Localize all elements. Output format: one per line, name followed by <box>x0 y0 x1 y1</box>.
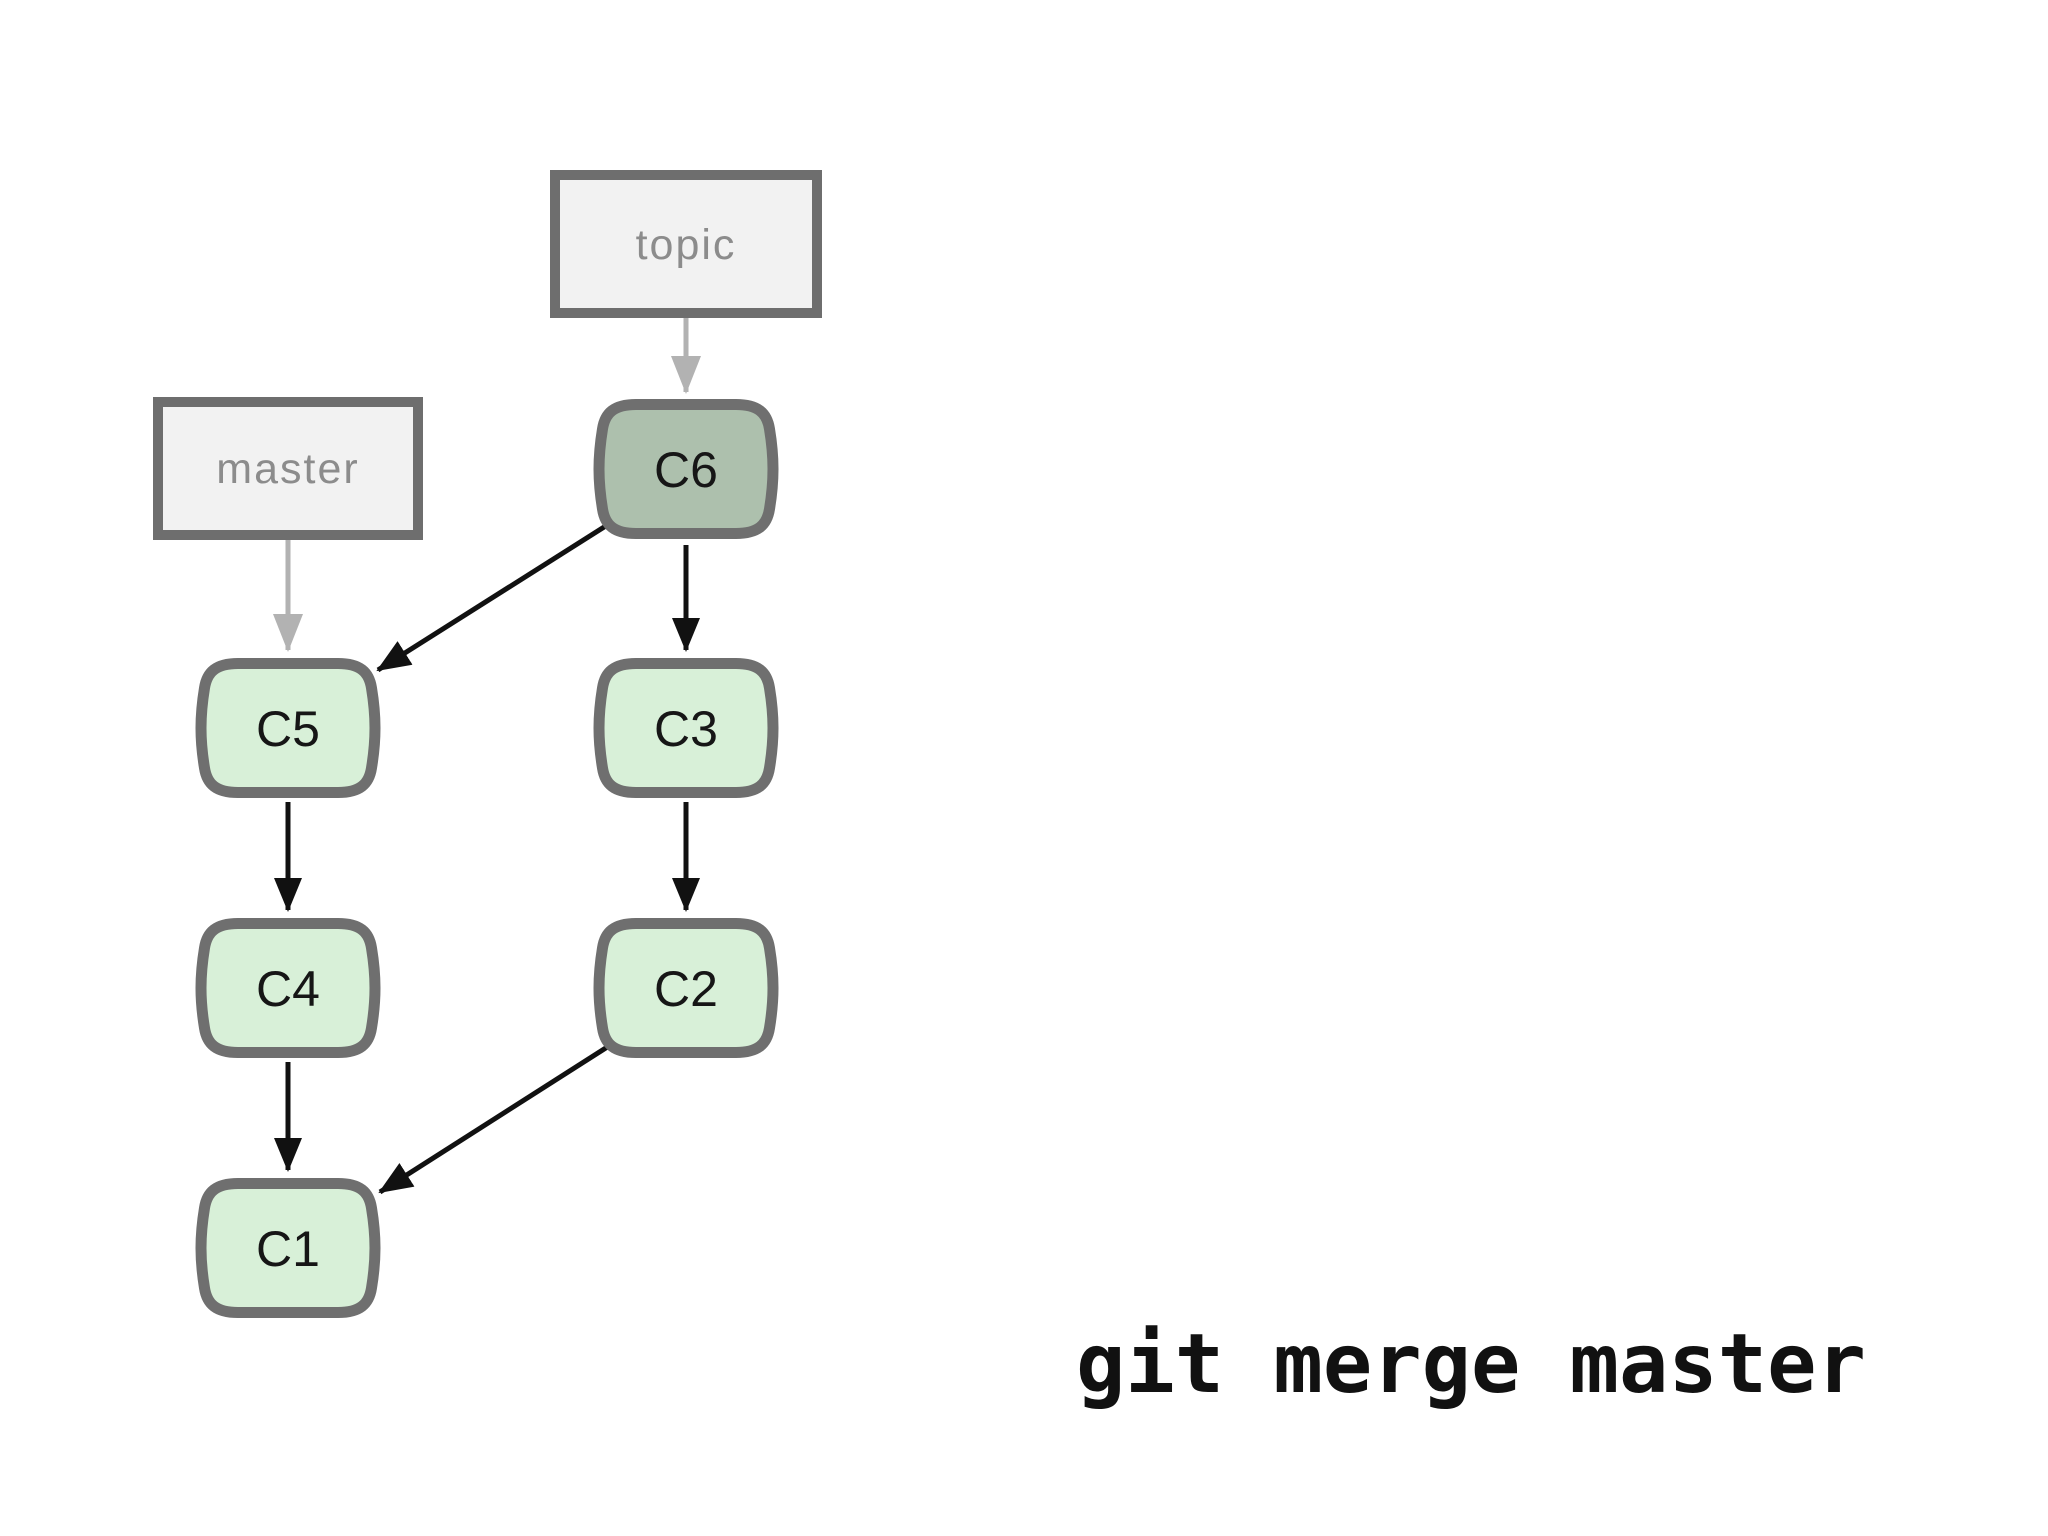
commit-node-c1: C1 <box>195 1178 381 1318</box>
commit-label-c4: C4 <box>256 961 320 1017</box>
commit-shape-c2 <box>593 918 779 1058</box>
edge-c2-c1 <box>378 1041 614 1195</box>
branch-label-master-text: master <box>216 445 359 493</box>
branch-label-topic-box <box>550 170 822 318</box>
command-caption: git merge master <box>1076 1317 1866 1412</box>
commit-label-c5: C5 <box>256 701 320 757</box>
branch-label-topic: topic <box>550 170 822 318</box>
edge-c6-c5 <box>376 519 614 673</box>
commit-node-c5: C5 <box>195 658 381 798</box>
commit-label-c1: C1 <box>256 1221 320 1277</box>
commit-node-c4: C4 <box>195 918 381 1058</box>
commit-node-c6: C6 <box>593 399 779 539</box>
branch-label-topic-text: topic <box>636 221 737 269</box>
commit-label-c6: C6 <box>654 442 718 498</box>
commit-label-c2: C2 <box>654 961 718 1017</box>
commit-shape-c5 <box>195 658 381 798</box>
commit-node-c2: C2 <box>593 918 779 1058</box>
branch-label-master-box <box>153 397 423 540</box>
commit-shape-c1 <box>195 1178 381 1318</box>
commit-label-c3: C3 <box>654 701 718 757</box>
commit-shape-c4 <box>195 918 381 1058</box>
branch-label-master: master <box>153 397 423 540</box>
commit-node-c3: C3 <box>593 658 779 798</box>
commit-shape-c3 <box>593 658 779 798</box>
commit-shape-c6 <box>593 399 779 539</box>
